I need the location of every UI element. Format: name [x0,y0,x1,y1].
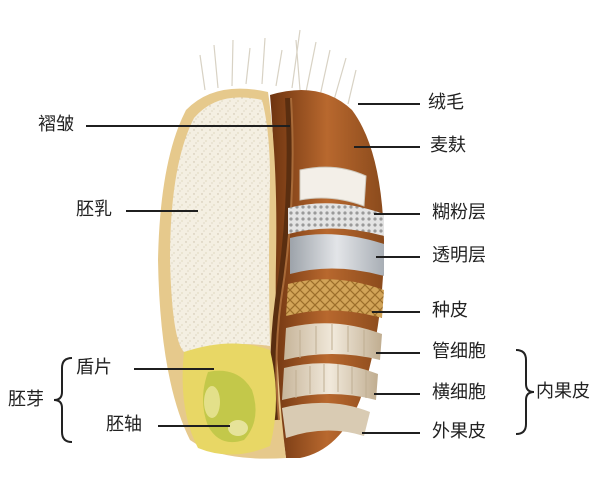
label-hair: 绒毛 [428,92,464,114]
leader-bran [354,146,420,148]
leader-outer-pericarp [362,432,420,434]
label-aleurone: 糊粉层 [432,202,486,224]
label-tube-cells: 管细胞 [432,341,486,363]
label-hyaline: 透明层 [432,245,486,267]
leader-wrinkle [86,125,290,127]
leader-scutellum [134,368,214,370]
label-endosperm: 胚乳 [76,199,112,221]
leader-endosperm [126,210,198,212]
label-outer-pericarp: 外果皮 [432,421,486,443]
label-bran: 麦麸 [430,135,466,157]
leader-hyaline [376,256,420,258]
leader-aleurone [374,213,420,215]
label-seed-coat: 种皮 [432,300,468,322]
leader-hair [358,103,420,105]
leader-cross-cells [374,393,420,395]
label-embryo-axis: 胚轴 [106,414,142,436]
label-scutellum: 盾片 [76,357,112,379]
embryo-bracket [54,358,72,442]
leader-embryo-axis [158,425,230,427]
label-cross-cells: 横细胞 [432,382,486,404]
label-embryo: 胚芽 [8,389,44,411]
pericarp-bracket [516,350,534,434]
label-pericarp: 内果皮 [536,381,590,403]
leader-tube-cells [376,352,420,354]
leader-seed-coat [372,311,420,313]
label-wrinkle: 褶皱 [38,114,74,136]
